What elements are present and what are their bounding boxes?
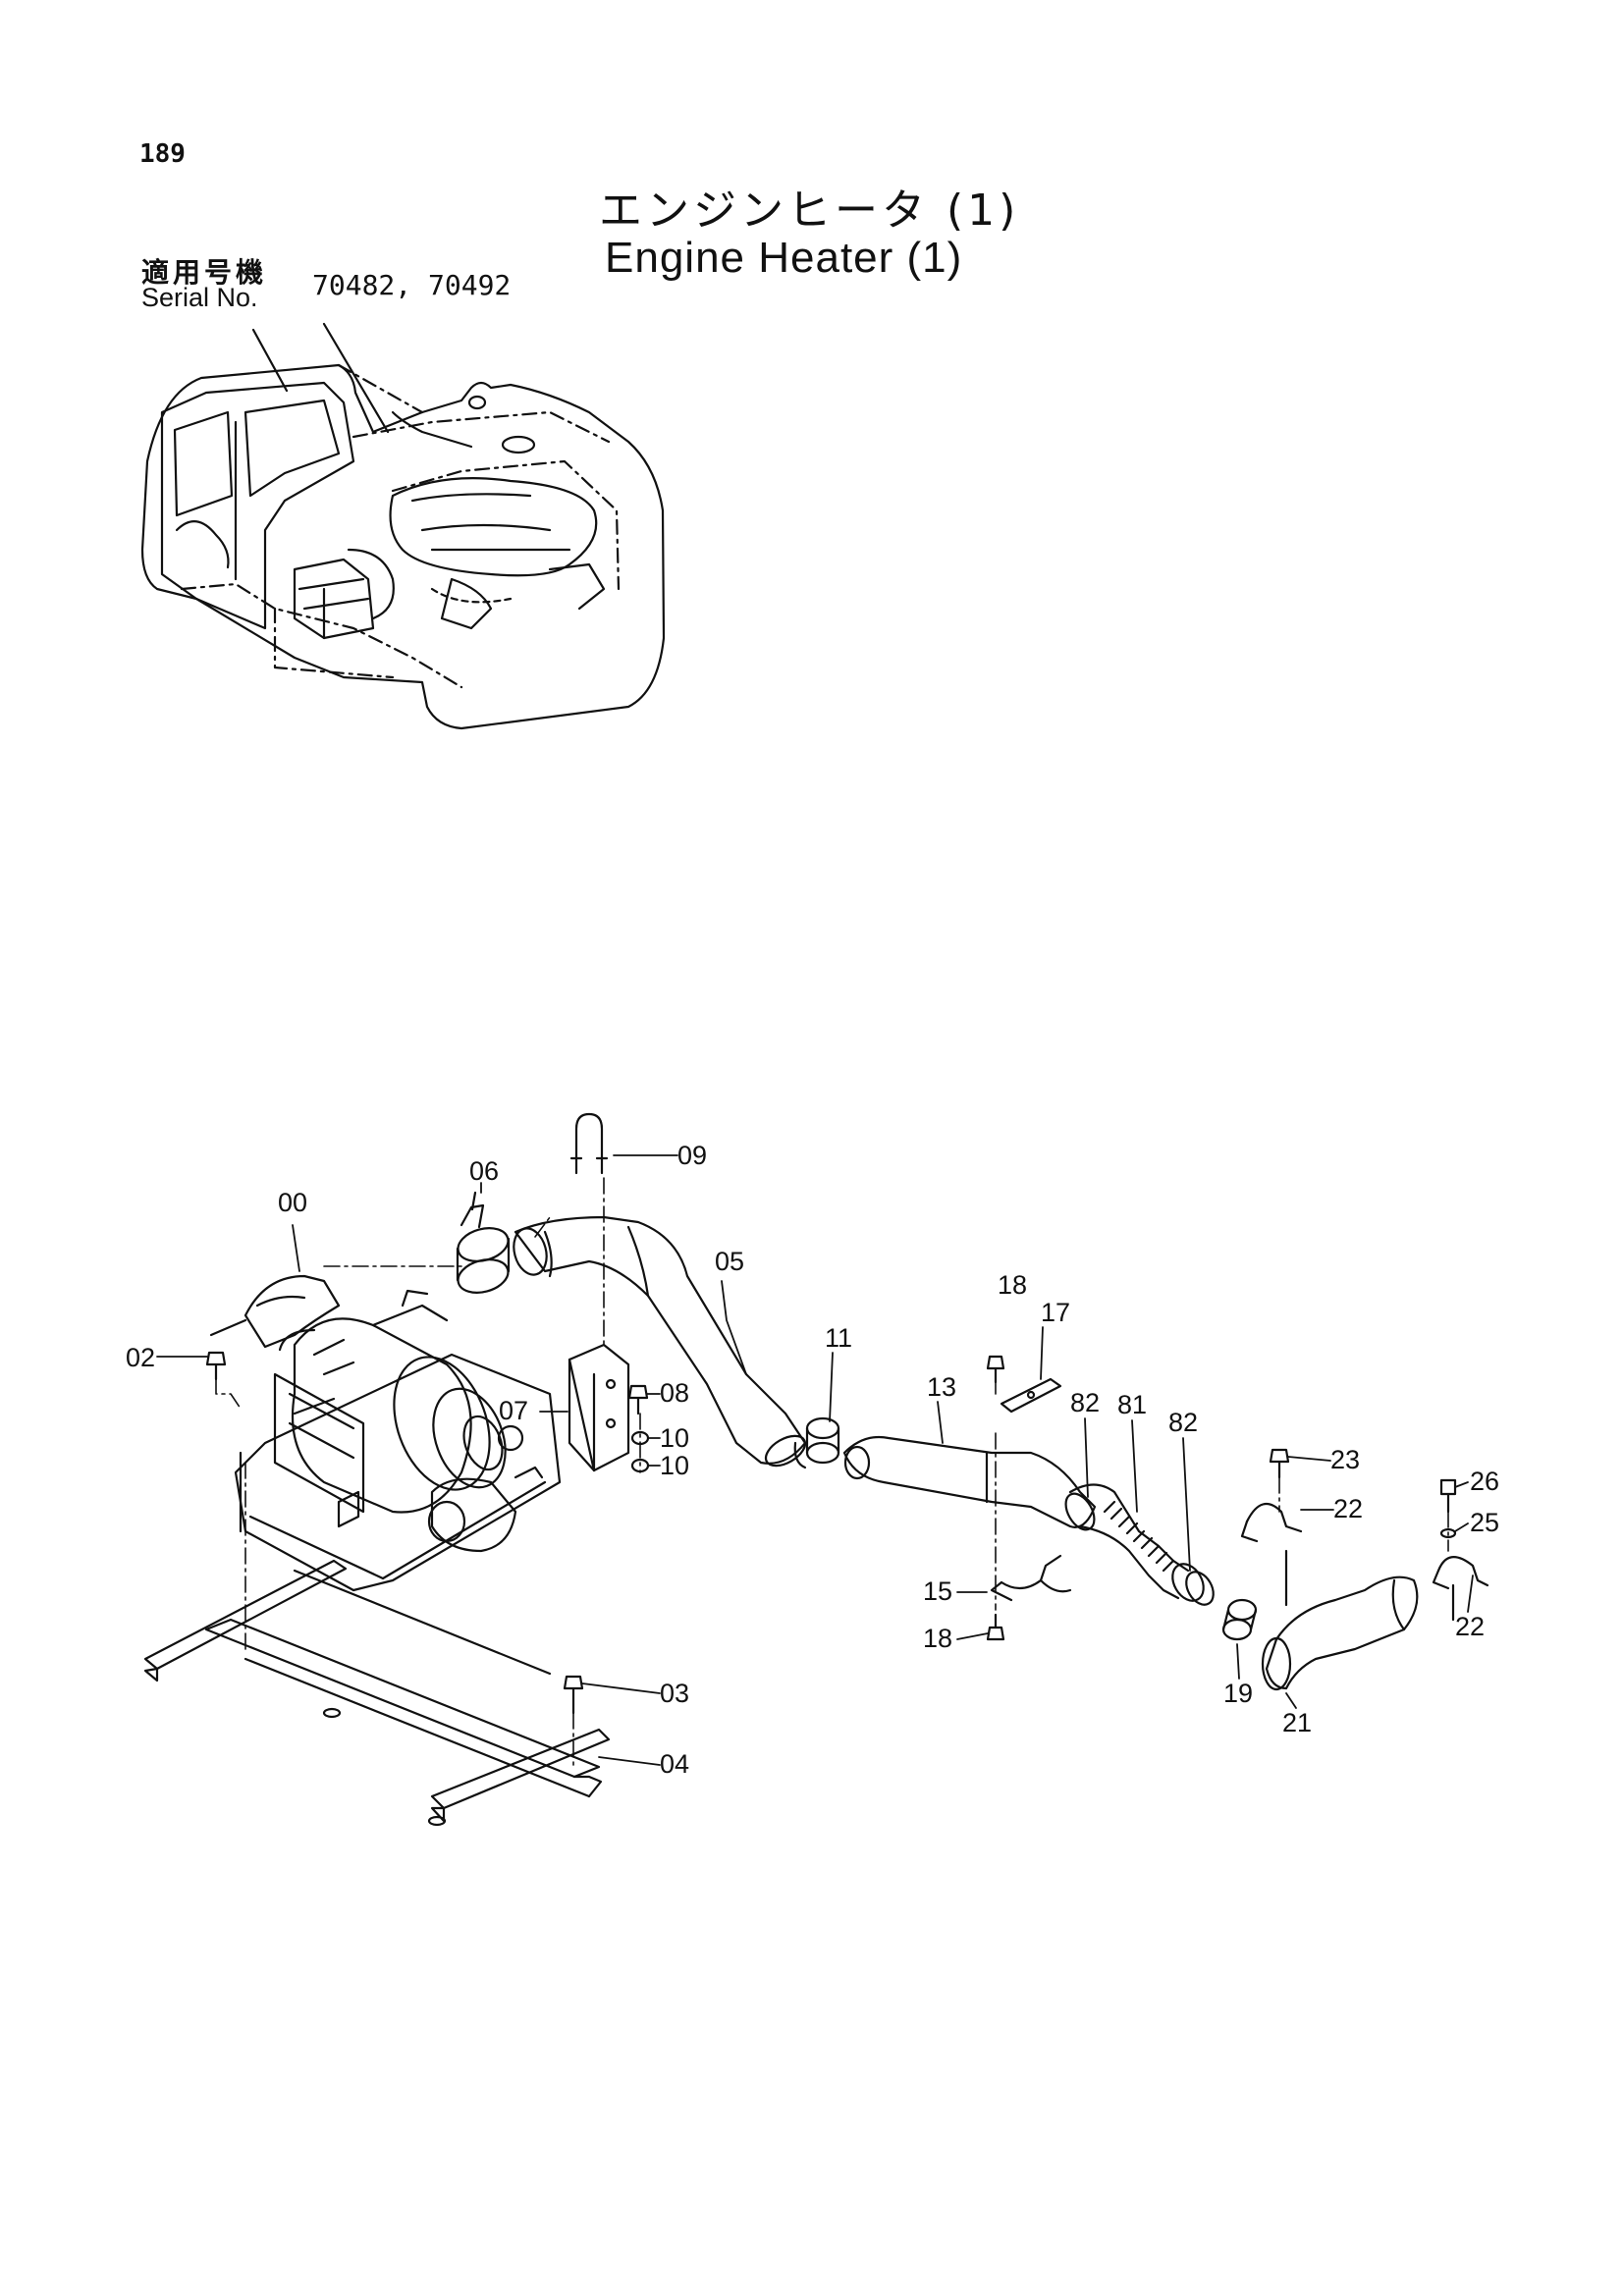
callout-82b: 82 [1168,1408,1199,1437]
heater-unit [211,1276,560,1590]
center-lines [216,1178,1448,1767]
callout-08: 08 [660,1378,690,1408]
callout-21: 21 [1282,1708,1313,1737]
bracket-17 [1001,1379,1060,1412]
bracket-15 [992,1556,1070,1600]
callout-25: 25 [1470,1508,1500,1537]
callout-18b: 18 [923,1624,953,1653]
callout-05: 05 [715,1247,745,1276]
bracket-22b [1434,1557,1488,1620]
callout-22b: 22 [1455,1612,1486,1641]
bracket-22a [1242,1504,1301,1605]
clamp-19 [1223,1600,1256,1639]
callout-11: 11 [825,1323,853,1353]
bracket-07 [569,1345,628,1470]
serial-numbers: 70482, 70492 [312,269,512,301]
callout-00: 00 [278,1188,308,1217]
serial-label-japanese: 適用号機 [141,256,268,289]
callout-03: 03 [660,1679,690,1708]
callout-81: 81 [1117,1390,1148,1419]
base-frame [145,1561,609,1825]
callout-04: 04 [660,1749,690,1779]
callout-02: 02 [126,1343,156,1372]
page-number: 189 [139,139,186,169]
hose-13 [844,1437,1095,1527]
serial-label-english: Serial No. [141,283,258,312]
callout-18a: 18 [998,1270,1028,1300]
u-bolt-09 [571,1114,607,1173]
duct-21 [1263,1577,1417,1689]
clamp-11 [795,1418,839,1468]
clamp-06 [455,1193,513,1298]
flex-hose-81 [1060,1485,1219,1610]
title-japanese: エンジンヒータ (1) [599,186,1020,236]
callout-06: 06 [469,1156,500,1186]
callout-10a: 10 [660,1423,690,1453]
callout-13: 13 [927,1372,957,1402]
callout-22a: 22 [1333,1494,1364,1523]
title-english: Engine Heater (1) [605,234,963,282]
callout-17: 17 [1041,1298,1071,1327]
callout-15: 15 [923,1576,953,1606]
duct-05 [509,1217,810,1471]
callout-82a: 82 [1070,1388,1101,1417]
machine-overview-illustration [142,324,664,728]
callout-09: 09 [677,1141,708,1170]
callout-19: 19 [1223,1679,1254,1708]
callout-07: 07 [499,1396,529,1425]
callout-26: 26 [1470,1467,1500,1496]
callout-23: 23 [1330,1445,1361,1474]
callout-10b: 10 [660,1451,690,1480]
leader-lines [157,1155,1473,1765]
